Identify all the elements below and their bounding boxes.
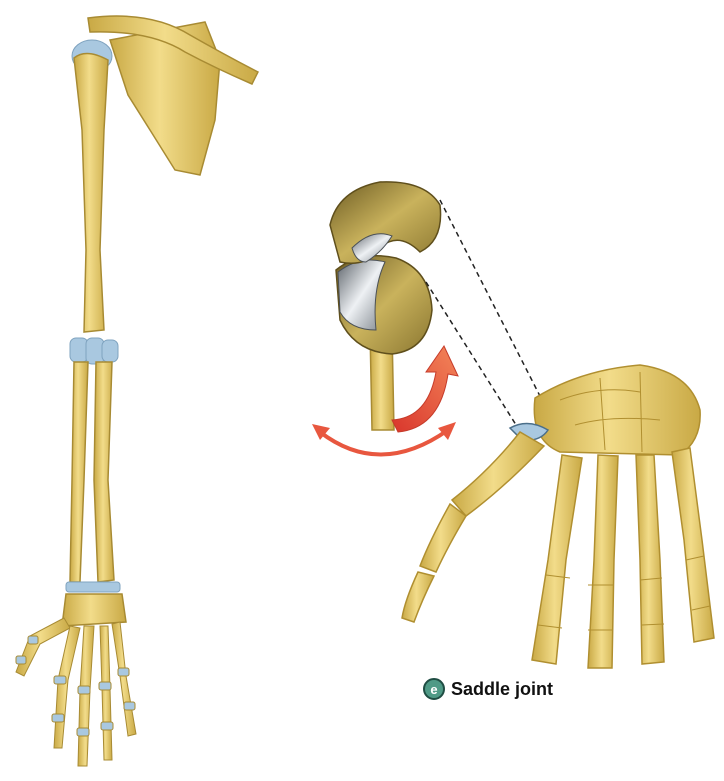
hand-carpals xyxy=(534,365,700,455)
middle-finger xyxy=(588,455,618,668)
index-finger xyxy=(532,455,582,664)
caption-label: Saddle joint xyxy=(451,679,553,700)
radius xyxy=(94,362,114,582)
elbow-cartilage xyxy=(70,338,118,364)
model-upper-saddle xyxy=(330,182,441,263)
carpals xyxy=(62,594,126,626)
saddle-joint-model xyxy=(312,182,542,455)
thumb-phalanx-proximal xyxy=(420,504,466,572)
ulna xyxy=(70,362,88,582)
circle-letter-badge-icon: e xyxy=(423,678,445,700)
ring-finger xyxy=(636,455,664,664)
curved-up-arrow-icon xyxy=(392,346,458,432)
hand-phalanges xyxy=(16,618,136,766)
thumb-phalanx-distal xyxy=(402,572,434,622)
humerus xyxy=(74,53,108,332)
little-finger xyxy=(672,448,714,642)
figure-caption: e Saddle joint xyxy=(423,676,553,702)
arrow-head-right-icon xyxy=(438,422,456,440)
thumb-metacarpal xyxy=(452,432,544,516)
curved-double-arrow-icon xyxy=(320,430,448,455)
arm-skeleton xyxy=(16,16,258,766)
wrist-cartilage xyxy=(66,582,120,592)
hand-detail xyxy=(402,365,714,668)
